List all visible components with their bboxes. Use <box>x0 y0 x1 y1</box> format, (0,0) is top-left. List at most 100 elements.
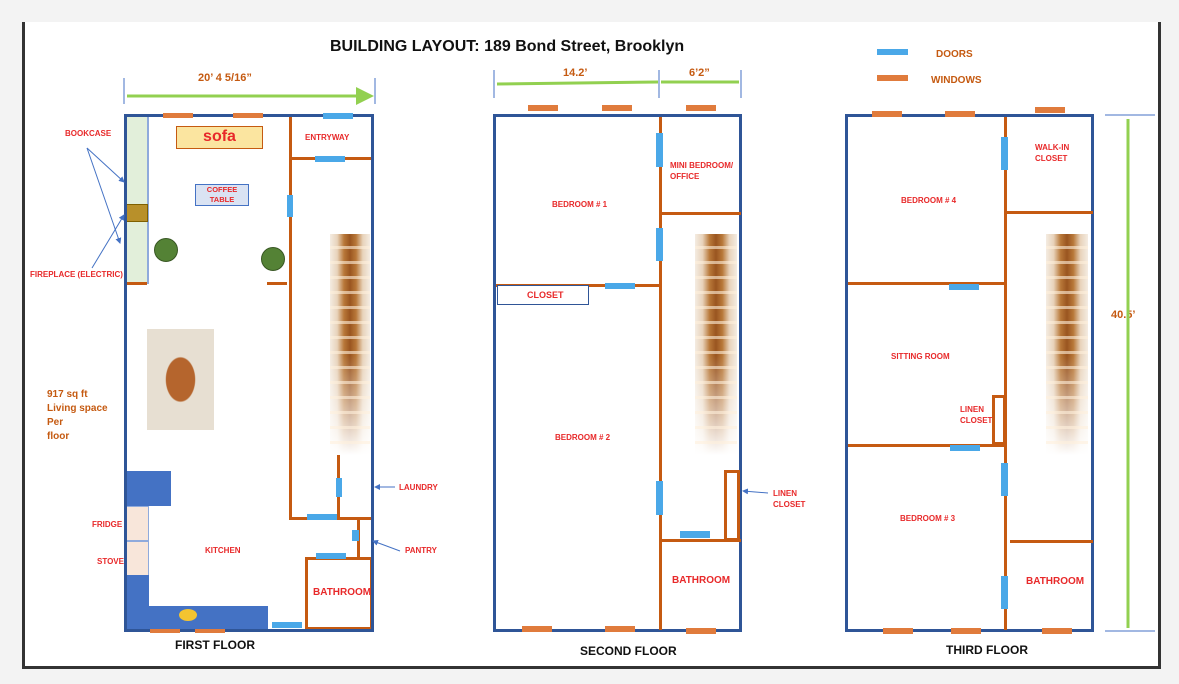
door <box>656 133 663 167</box>
door <box>336 478 342 497</box>
area-note-line: Per <box>47 417 64 428</box>
entryway-label: ENTRYWAY <box>305 133 350 142</box>
wall <box>289 117 292 519</box>
sink <box>179 609 197 621</box>
linen-closet <box>992 395 1006 445</box>
wall <box>1010 540 1093 543</box>
pantry-label: PANTRY <box>405 546 437 555</box>
second-right-dimension: 6’2” <box>689 67 710 79</box>
door <box>656 228 663 261</box>
page-title: BUILDING LAYOUT: 189 Bond Street, Brookl… <box>330 38 685 55</box>
window <box>522 626 552 632</box>
door <box>680 531 710 538</box>
window <box>150 629 180 633</box>
stairs <box>1046 234 1088 455</box>
walk-in-closet-label: WALK-IN CLOSET <box>1035 143 1070 163</box>
linen-closet-arrow <box>742 488 769 495</box>
wall <box>848 282 1005 285</box>
fireplace-label: FIREPLACE (ELECTRIC) <box>30 270 123 279</box>
dining-table <box>147 329 214 430</box>
laundry-label: LAUNDRY <box>399 483 438 492</box>
window <box>605 626 635 632</box>
bookcase-arrow-bottom <box>86 147 122 244</box>
plant <box>154 238 178 262</box>
area-note: 917 sq ft Living space Per floor <box>47 388 108 444</box>
stairs <box>695 234 737 455</box>
area-note-line: floor <box>47 431 70 442</box>
window <box>945 111 975 117</box>
wall <box>267 282 287 285</box>
sitting-room-label: SITTING ROOM <box>891 352 950 361</box>
third-floor-title: THIRD FLOOR <box>946 643 1028 657</box>
window <box>163 113 193 118</box>
wall <box>660 539 741 542</box>
door <box>605 283 635 289</box>
door <box>949 284 979 290</box>
fridge-label: FRIDGE <box>92 520 123 529</box>
door <box>287 195 293 217</box>
door <box>316 553 346 559</box>
door <box>352 530 359 541</box>
door <box>1001 576 1008 609</box>
bedroom2-label: BEDROOM # 2 <box>555 433 611 442</box>
second-floor-title: SECOND FLOOR <box>580 644 677 658</box>
counter <box>125 575 149 610</box>
window <box>1035 107 1065 113</box>
window <box>602 105 632 111</box>
wall <box>1004 117 1007 630</box>
sofa: sofa <box>176 126 263 149</box>
second-linen-closet-label: LINEN CLOSET <box>773 489 806 509</box>
wall <box>659 117 662 630</box>
window <box>686 105 716 111</box>
area-note-line: 917 sq ft <box>47 389 88 400</box>
first-width-dimension: 20’ 4 5/16” <box>198 72 252 84</box>
stove-label: STOVE <box>97 557 124 566</box>
door <box>656 481 663 515</box>
stairs <box>330 234 370 455</box>
coffee-table: COFFEE TABLE <box>195 184 249 206</box>
door <box>950 445 980 451</box>
second-bathroom-label: BATHROOM <box>672 575 731 586</box>
second-left-dimension: 14.2’ <box>563 67 588 79</box>
bookcase-label: BOOKCASE <box>65 129 112 138</box>
wall <box>1005 211 1093 214</box>
counter <box>125 606 268 630</box>
window <box>233 113 263 118</box>
legend-windows-label: WINDOWS <box>931 75 982 86</box>
third-linen-closet-label: LINEN CLOSET <box>960 405 993 425</box>
window <box>528 105 558 111</box>
plant <box>261 247 285 271</box>
first-floor-title: FIRST FLOOR <box>175 638 255 652</box>
door <box>315 156 345 162</box>
wall <box>125 282 147 285</box>
bedroom1-label: BEDROOM # 1 <box>552 200 608 209</box>
second-left-arrow <box>496 80 659 86</box>
closet: CLOSET <box>497 285 589 305</box>
window <box>951 628 981 634</box>
legend-doors-label: DOORS <box>936 49 973 60</box>
bedroom4-label: BEDROOM # 4 <box>901 196 957 205</box>
bedroom3-label: BEDROOM # 3 <box>900 514 956 523</box>
door <box>1001 463 1008 496</box>
first-bathroom-label: BATHROOM <box>313 587 372 598</box>
door <box>272 622 302 628</box>
wall <box>848 444 1005 447</box>
mini-bedroom-label: MINI BEDROOM/ OFFICE <box>670 161 734 181</box>
pantry-arrow <box>372 539 401 552</box>
bookcase <box>125 117 149 284</box>
kitchen-label: KITCHEN <box>205 546 241 555</box>
fireplace-arrow <box>91 214 125 269</box>
area-note-line: Living space <box>47 403 108 414</box>
third-bathroom-label: BATHROOM <box>1026 576 1085 587</box>
window <box>883 628 913 634</box>
legend-window-swatch <box>877 75 908 81</box>
door <box>307 514 337 520</box>
window <box>195 629 225 633</box>
bookcase-arrow-top <box>86 147 125 183</box>
wall <box>660 212 741 215</box>
window <box>872 111 902 117</box>
legend-door-swatch <box>877 49 908 55</box>
door <box>323 113 353 119</box>
